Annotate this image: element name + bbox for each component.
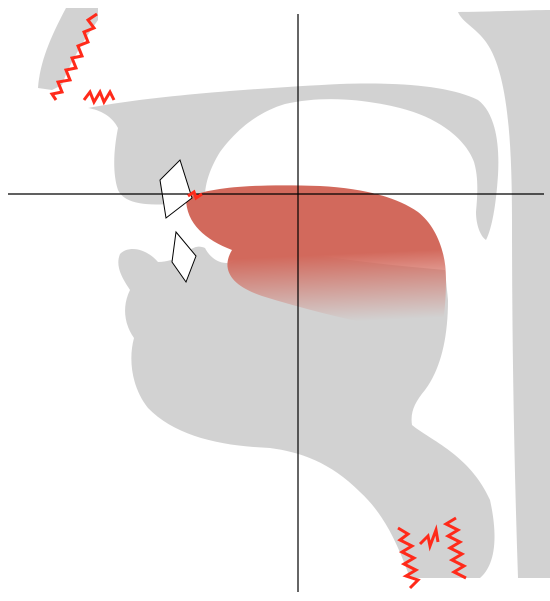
nostril-zigzag bbox=[84, 92, 114, 102]
